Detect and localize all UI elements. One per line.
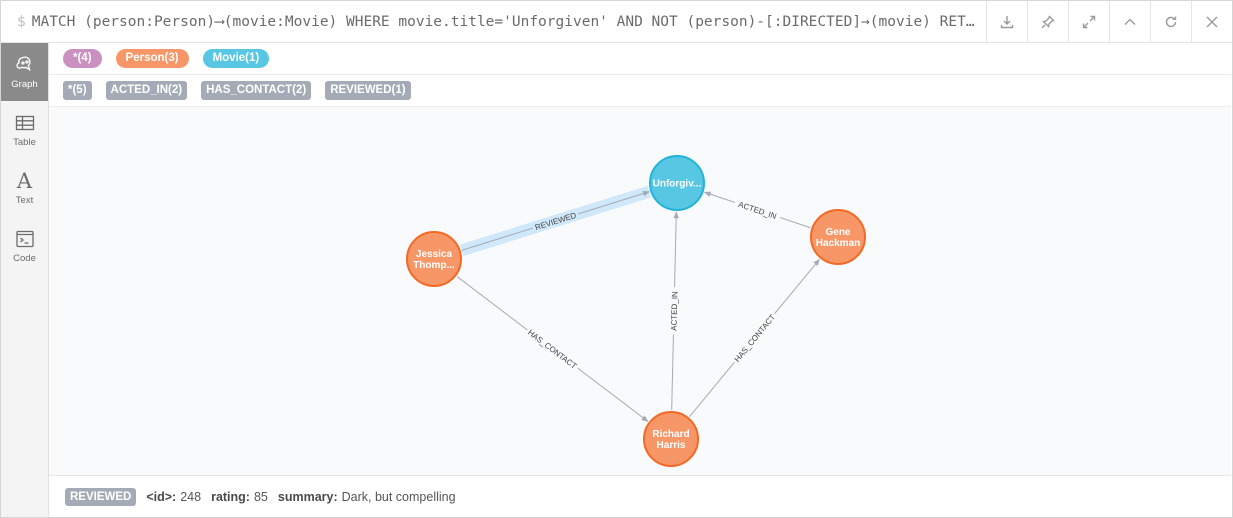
edge-label: HAS_CONTACT (526, 328, 578, 371)
sidebar-label-graph: Graph (11, 79, 38, 90)
rel-tag-reviewed[interactable]: REVIEWED(1) (325, 81, 411, 100)
inspector-rating-key: rating: (211, 489, 250, 504)
rel-tag-has-contact[interactable]: HAS_CONTACT(2) (201, 81, 312, 100)
edge-label-bg (530, 208, 580, 233)
collapse-icon (1124, 18, 1136, 25)
node-caption: Unforgiv... (653, 179, 702, 190)
fullscreen-button[interactable] (1068, 1, 1109, 43)
view-sidebar: Graph Table A Text Code (1, 43, 49, 517)
edge-label-bg (729, 309, 779, 366)
inspector-summary-value: Dark, but compelling (341, 489, 456, 504)
node-caption: Gene (825, 227, 850, 238)
node-jessica[interactable]: JessicaThomp... (406, 231, 462, 287)
edge-label-bg (733, 196, 782, 223)
expand-icon (1082, 15, 1096, 29)
edge-label-group: ACTED_IN (667, 287, 680, 335)
node-circle (406, 231, 462, 287)
edge-layer: REVIEWED ACTED_IN ACTED_IN HAS_CONTACT HAS_C… (456, 185, 820, 422)
close-button[interactable] (1191, 1, 1232, 43)
rerun-button[interactable] (1150, 1, 1191, 43)
query-text[interactable]: $ MATCH (person:Person)⟶(movie:Movie) WHE… (17, 1, 982, 43)
edge-has_contact-4[interactable]: HAS_CONTACT (689, 258, 820, 417)
inspector-id-value: 248 (180, 489, 202, 504)
edge-label-group: HAS_CONTACT (729, 309, 779, 366)
query-string: MATCH (person:Person)⟶(movie:Movie) WHER… (31, 14, 982, 30)
label-pill-movie[interactable]: Movie(1) (202, 49, 270, 68)
label-pill-person[interactable]: Person(3) (115, 49, 189, 68)
inspector-rating-value: 85 (253, 489, 268, 504)
sidebar-item-table[interactable]: Table (1, 101, 48, 159)
close-icon (1206, 16, 1218, 28)
edge-label-group: ACTED_IN (733, 196, 782, 223)
node-circle (810, 209, 866, 265)
pin-button[interactable] (1027, 1, 1068, 43)
graph-icon (14, 54, 36, 76)
edge-acted_in-2[interactable]: ACTED_IN (667, 211, 680, 411)
edge-label-bg (667, 287, 680, 335)
frame-actions (986, 1, 1232, 43)
node-unforgiven[interactable]: Unforgiv... (649, 155, 705, 211)
edge-label: ACTED_IN (737, 200, 778, 221)
edge-label: ACTED_IN (670, 291, 680, 331)
graph-canvas[interactable]: REVIEWED ACTED_IN ACTED_IN HAS_CONTACT HAS_C… (49, 107, 1231, 475)
node-caption: Hackman (816, 238, 860, 249)
download-button[interactable] (986, 1, 1027, 43)
edge-reviewed-0[interactable]: REVIEWED (459, 185, 652, 257)
edge-has_contact-3[interactable]: HAS_CONTACT (456, 276, 649, 422)
edge-acted_in-1[interactable]: ACTED_IN (703, 191, 811, 229)
table-icon (14, 112, 36, 134)
graph-svg: REVIEWED ACTED_IN ACTED_IN HAS_CONTACT HAS_C… (406, 155, 866, 467)
inspector-id-key: <id>: (146, 489, 177, 504)
collapse-button[interactable] (1109, 1, 1150, 43)
label-pill-all[interactable]: *(4) (63, 49, 102, 68)
node-caption: Harris (657, 440, 686, 451)
edge-label-group: REVIEWED (530, 208, 580, 233)
download-icon (1000, 16, 1014, 29)
edge-label-group: HAS_CONTACT (524, 325, 582, 373)
sidebar-label-code: Code (13, 253, 36, 264)
node-circle (649, 155, 705, 211)
text-icon: A (16, 169, 33, 193)
rel-tag-acted-in[interactable]: ACTED_IN(2) (105, 81, 188, 100)
query-header: $ MATCH (person:Person)⟶(movie:Movie) WHE… (1, 1, 1232, 43)
sidebar-item-graph[interactable]: Graph (1, 43, 48, 101)
node-circle (643, 411, 699, 467)
sidebar-item-text[interactable]: A Text (1, 159, 48, 217)
edge-label-bg (524, 325, 582, 373)
relationship-types-bar: *(5) ACTED_IN(2) HAS_CONTACT(2) REVIEWED… (49, 75, 1231, 107)
sidebar-label-table: Table (13, 137, 36, 148)
prompt-symbol: $ (17, 14, 26, 30)
inspector-type-tag[interactable]: REVIEWED (65, 487, 137, 506)
rerun-icon (1165, 16, 1177, 28)
sidebar-item-code[interactable]: Code (1, 217, 48, 275)
code-icon (14, 228, 36, 250)
rel-tag-all[interactable]: *(5) (63, 81, 92, 100)
edge-label: HAS_CONTACT (733, 313, 778, 364)
pin-icon (1041, 15, 1055, 29)
node-labels-bar: *(4) Person(3) Movie(1) (49, 43, 1231, 75)
node-caption: Richard (652, 429, 689, 440)
node-caption: Thomp... (413, 260, 455, 271)
inspector-summary-key: summary: (277, 489, 338, 504)
node-caption: Jessica (416, 249, 453, 260)
inspector-footer: REVIEWED <id>: 248 rating: 85 summary: D… (49, 475, 1231, 517)
sidebar-label-text: Text (15, 195, 34, 206)
